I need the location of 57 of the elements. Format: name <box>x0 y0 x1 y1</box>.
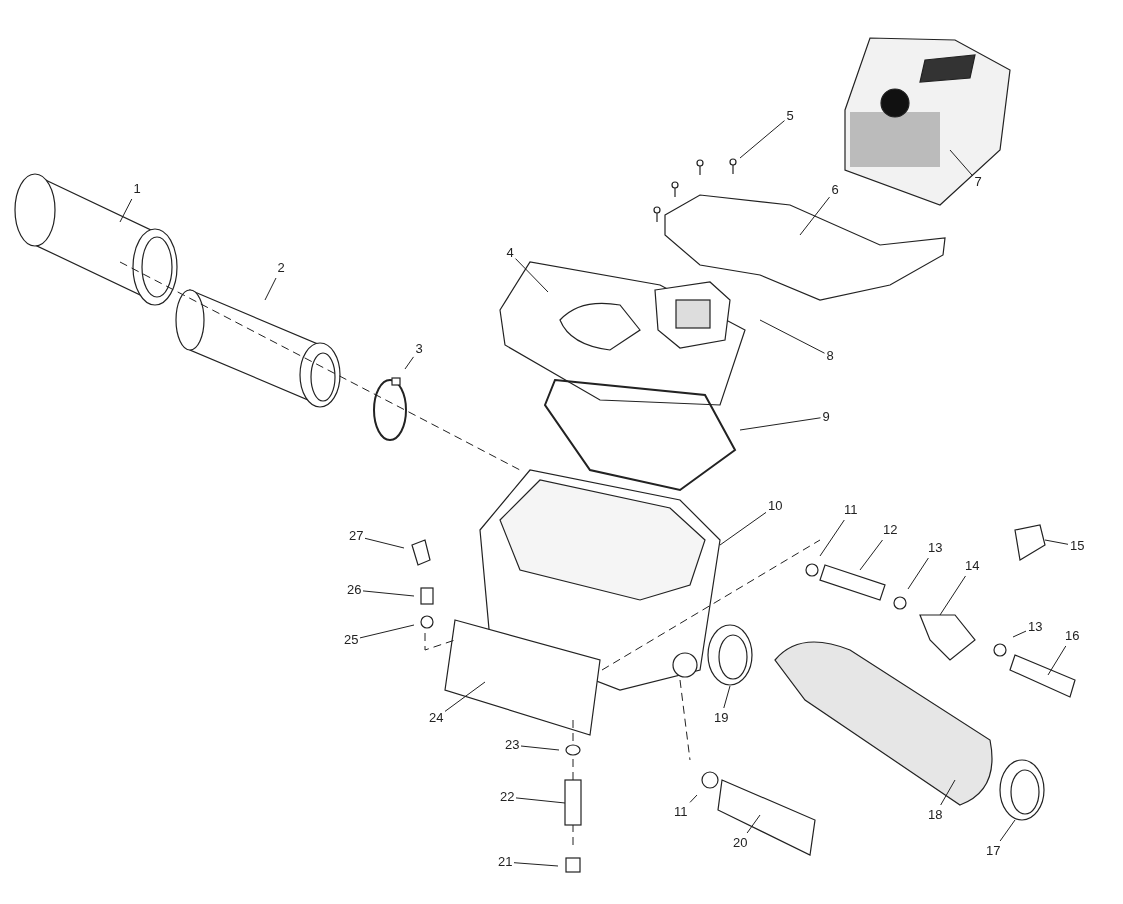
leader-line <box>907 557 929 590</box>
leader-line <box>515 797 566 804</box>
leader-line <box>359 624 415 639</box>
leader-line <box>119 198 133 223</box>
callout-number: 23 <box>505 737 520 753</box>
callout-number: 8 <box>826 348 834 364</box>
leader-line <box>799 196 830 236</box>
callout-number: 4 <box>506 245 514 261</box>
callout-number: 11 <box>844 502 858 518</box>
leader-line <box>940 779 956 806</box>
callout-number: 18 <box>928 807 943 823</box>
callout-number: 21 <box>498 854 513 870</box>
leader-line <box>739 417 821 431</box>
leader-line <box>362 590 415 597</box>
callout-number: 15 <box>1070 538 1085 554</box>
callout-number: 13 <box>928 540 943 556</box>
callout-number: 6 <box>831 182 839 198</box>
leader-line <box>939 575 966 616</box>
callout-number: 22 <box>500 789 515 805</box>
callout-number: 25 <box>344 632 359 648</box>
callout-number: 17 <box>986 843 1001 859</box>
callout-number: 16 <box>1065 628 1080 644</box>
leader-line <box>689 794 698 803</box>
leader-line <box>759 319 825 354</box>
leader-line <box>520 745 560 751</box>
leader-line <box>859 539 883 571</box>
callout-number: 7 <box>974 174 982 190</box>
leader-line <box>949 149 973 177</box>
leader-line <box>1012 630 1027 638</box>
leader-line <box>513 862 559 867</box>
leader-line <box>739 120 785 159</box>
callout-number: 12 <box>883 522 898 538</box>
callout-number: 10 <box>768 498 783 514</box>
leader-line <box>264 277 277 301</box>
callout-number: 1 <box>133 181 141 197</box>
leader-line <box>746 814 761 834</box>
callout-number: 2 <box>277 260 285 276</box>
callout-number: 3 <box>415 341 423 357</box>
callout-number: 27 <box>349 528 364 544</box>
leader-line <box>364 537 405 549</box>
leader-line <box>719 511 767 546</box>
callout-number: 11 <box>674 804 688 820</box>
callout-number: 26 <box>347 582 362 598</box>
leader-line <box>404 356 414 370</box>
callout-number: 19 <box>714 710 729 726</box>
leader-line <box>1044 539 1069 545</box>
leader-line <box>999 819 1016 842</box>
callout-number: 5 <box>786 108 794 124</box>
callout-number: 20 <box>733 835 748 851</box>
callout-number: 24 <box>429 710 444 726</box>
callout-number: 9 <box>822 409 830 425</box>
callout-number: 13 <box>1028 619 1043 635</box>
leader-line <box>1047 645 1067 676</box>
leader-line <box>444 681 486 712</box>
callout-number: 14 <box>965 558 980 574</box>
leader-line <box>723 685 731 709</box>
leader-line <box>819 519 845 557</box>
